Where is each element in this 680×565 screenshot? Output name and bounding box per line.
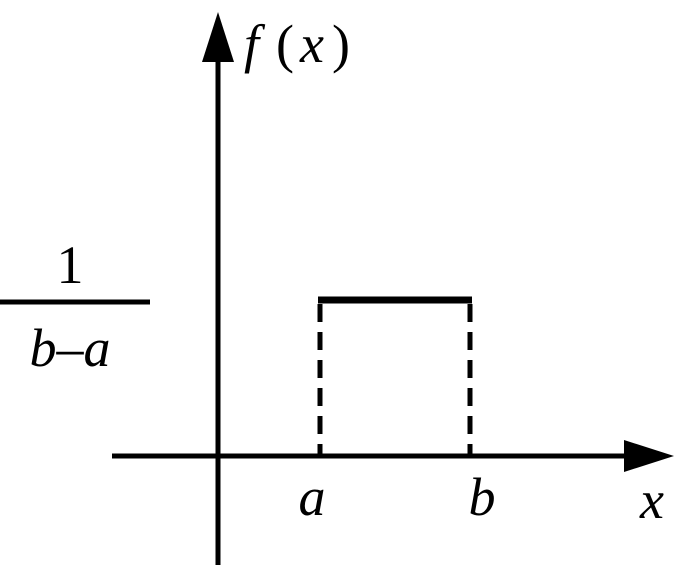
y-axis-arrowhead (202, 12, 234, 62)
y-axis-label-close-paren: ) (332, 14, 350, 74)
tick-label-a: a (299, 467, 326, 527)
x-axis-label: x (639, 470, 664, 530)
y-axis-label-open-paren: ( (276, 14, 294, 74)
tick-label-b: b (469, 467, 496, 527)
y-axis-label-x: x (299, 14, 324, 74)
x-axis-arrowhead (624, 440, 674, 472)
height-numerator: 1 (57, 235, 84, 295)
y-axis-label-f: f (244, 14, 266, 74)
height-denominator: b–a (30, 318, 111, 378)
